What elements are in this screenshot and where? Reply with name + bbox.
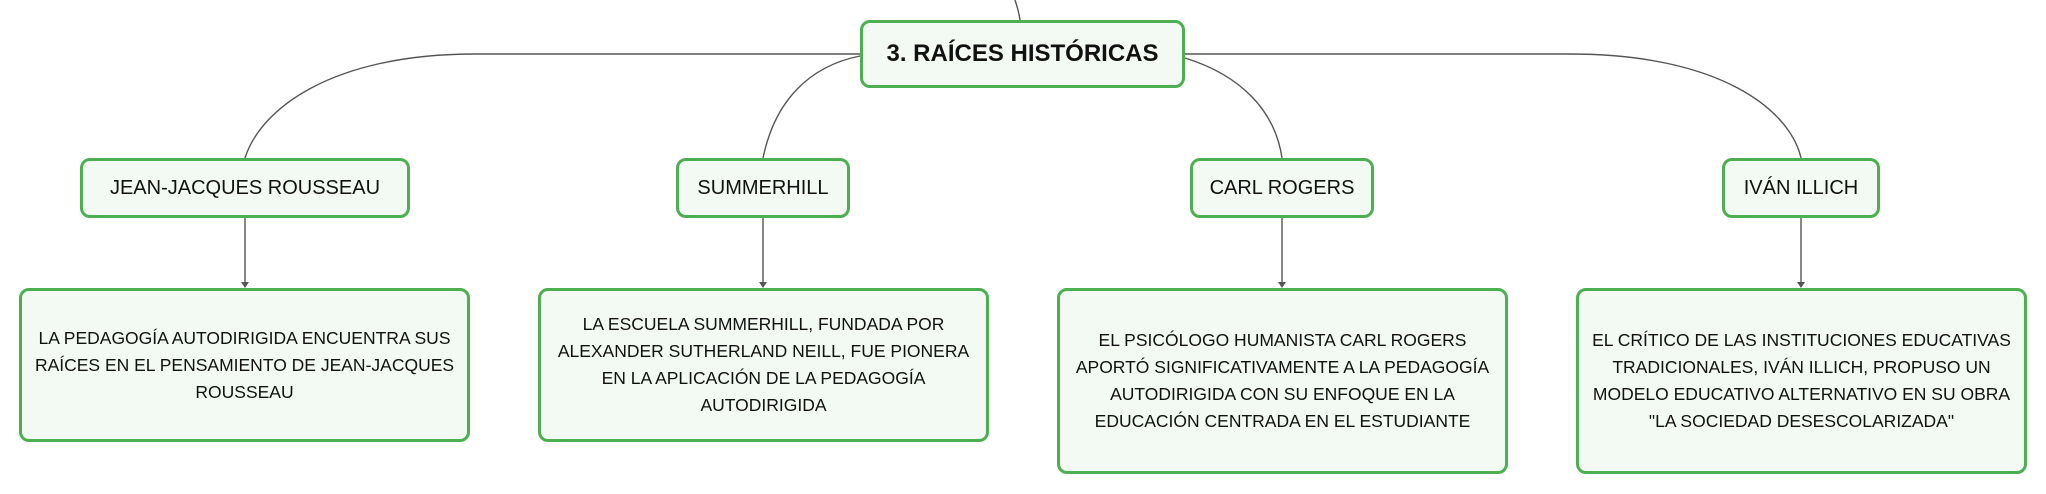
- topic-node-label: IVÁN ILLICH: [1743, 176, 1859, 199]
- topic-node-label: CARL ROGERS: [1209, 176, 1355, 199]
- description-node-carl-rogers[interactable]: EL PSICÓLOGO HUMANISTA CARL ROGERS APORT…: [1057, 288, 1508, 474]
- connector-parent-to-root: [1014, 0, 1021, 21]
- description-node-ivan-illich[interactable]: EL CRÍTICO DE LAS INSTITUCIONES EDUCATIV…: [1576, 288, 2027, 474]
- description-text: LA PEDAGOGÍA AUTODIRIGIDA ENCUENTRA SUS …: [34, 327, 455, 402]
- topic-node-ivan-illich[interactable]: IVÁN ILLICH: [1722, 158, 1880, 218]
- topic-node-summerhill[interactable]: SUMMERHILL: [676, 158, 850, 218]
- root-node[interactable]: 3. RAÍCES HISTÓRICAS: [860, 20, 1185, 88]
- root-node-label: 3. RAÍCES HISTÓRICAS: [886, 40, 1159, 67]
- description-text: EL CRÍTICO DE LAS INSTITUCIONES EDUCATIV…: [1592, 330, 2011, 431]
- topic-node-label: SUMMERHILL: [697, 176, 829, 199]
- connector-root-to-rousseau: [244, 53, 860, 159]
- connector-root-to-ivan-illich: [1185, 53, 1802, 159]
- topic-node-carl-rogers[interactable]: CARL ROGERS: [1190, 158, 1374, 218]
- description-text: EL PSICÓLOGO HUMANISTA CARL ROGERS APORT…: [1075, 330, 1490, 431]
- connector-topic-to-desc-1: [759, 218, 767, 288]
- description-text: LA ESCUELA SUMMERHILL, FUNDADA POR ALEXA…: [557, 314, 970, 415]
- connector-topic-to-desc-2: [1278, 218, 1286, 288]
- connector-topic-to-desc-3: [1797, 218, 1805, 288]
- connector-topic-to-desc-0: [241, 218, 249, 288]
- topic-node-label: JEAN-JACQUES ROUSSEAU: [109, 176, 381, 199]
- connector-root-to-summerhill: [762, 55, 861, 159]
- description-node-rousseau[interactable]: LA PEDAGOGÍA AUTODIRIGIDA ENCUENTRA SUS …: [19, 288, 470, 442]
- topic-node-rousseau[interactable]: JEAN-JACQUES ROUSSEAU: [80, 158, 410, 218]
- description-node-summerhill[interactable]: LA ESCUELA SUMMERHILL, FUNDADA POR ALEXA…: [538, 288, 989, 442]
- connector-root-to-carl-rogers: [1184, 57, 1283, 159]
